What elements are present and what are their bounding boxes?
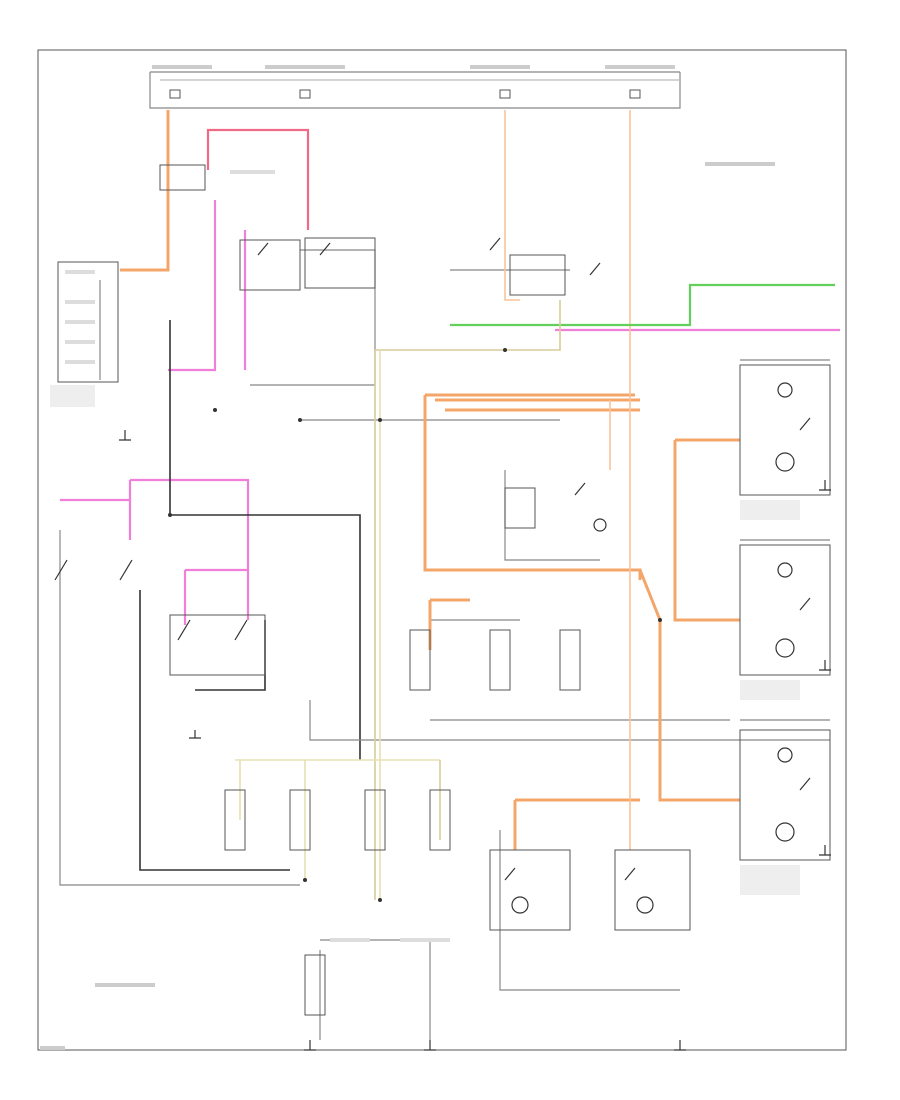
light-orange-wires [504,110,631,850]
diagram-frame [37,49,847,1051]
orange-feed-left [120,110,170,272]
fuse-block-top [149,71,681,109]
components [57,164,831,1016]
tiny-labels [40,65,800,1050]
pink-red-wires [60,128,840,625]
switch-symbols [54,237,811,881]
gray-wires [59,249,830,1040]
orange-wires [423,393,740,850]
tan-wires [235,300,561,900]
ground-symbols [119,430,831,1051]
black-wires [139,320,361,871]
splice-points [168,348,662,902]
lamp-symbols [511,382,795,914]
green-wire [450,283,835,327]
